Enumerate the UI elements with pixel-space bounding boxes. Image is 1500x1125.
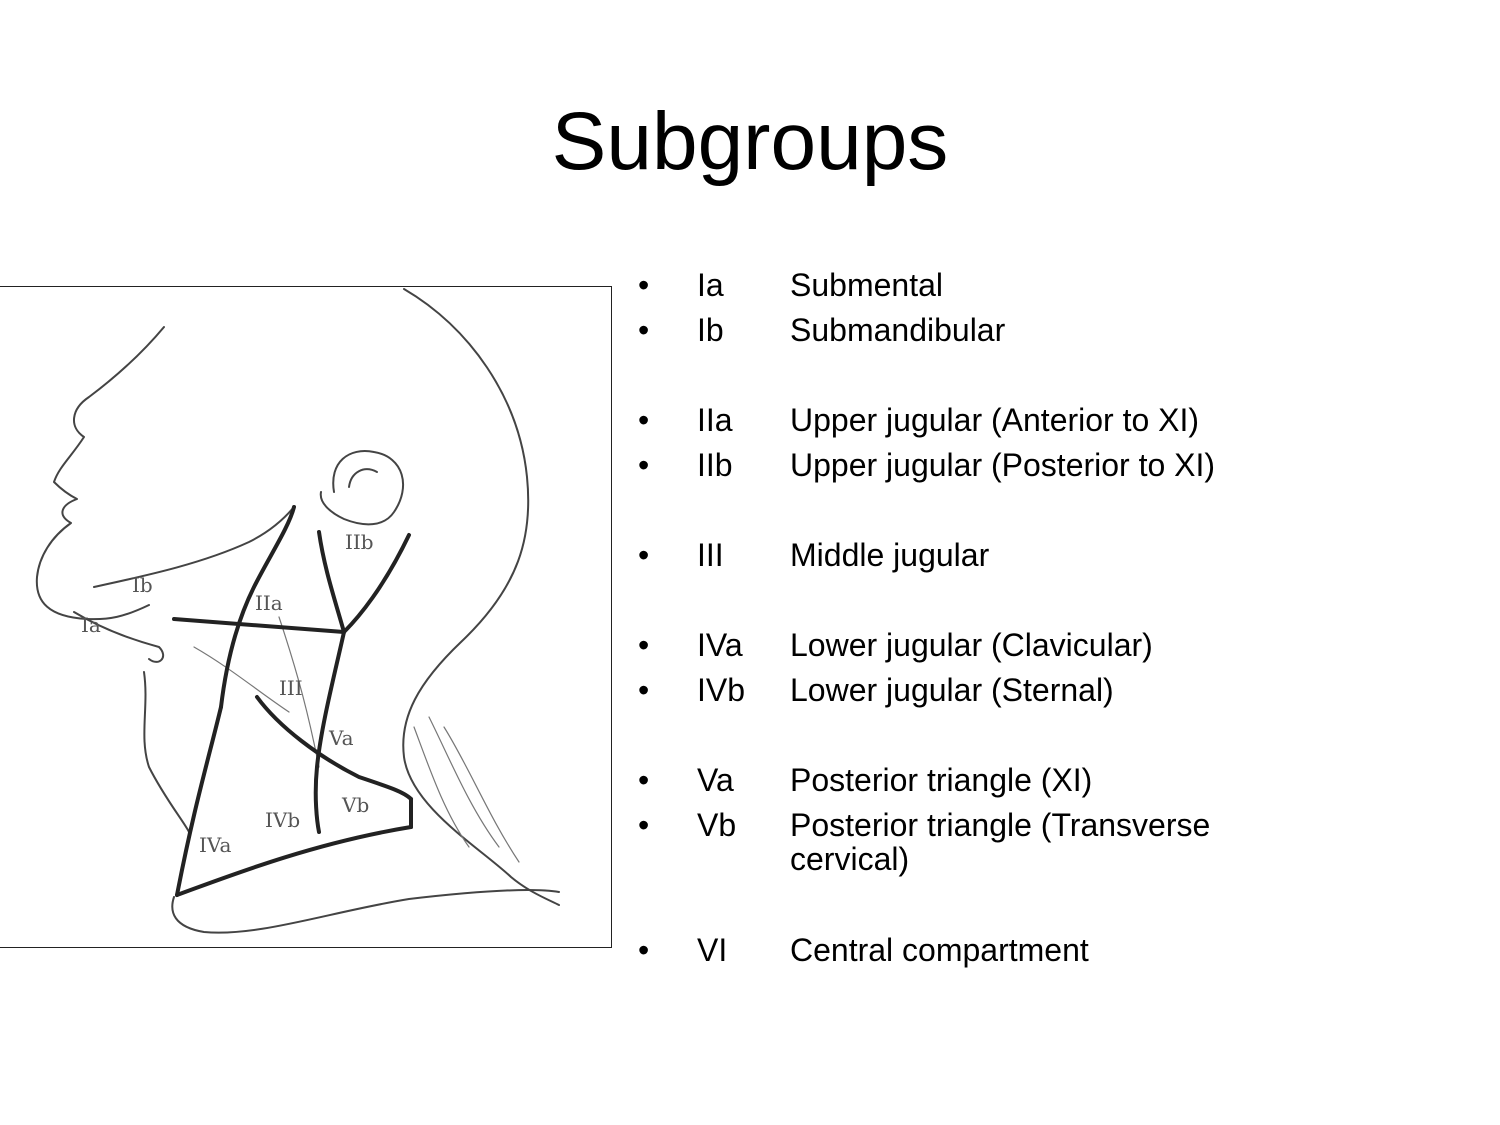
level-description: Upper jugular (Posterior to XI)	[790, 447, 1216, 483]
slide-title: Subgroups	[551, 96, 949, 187]
diagram-label-ia: Ia	[81, 613, 101, 637]
diagram-label-iii: III	[279, 676, 303, 700]
bullet-icon: •	[638, 762, 650, 798]
level-description: Middle jugular	[790, 537, 990, 573]
bullet-icon: •	[638, 312, 650, 348]
level-code: IIb	[697, 447, 733, 483]
bullet-icon: •	[638, 402, 650, 438]
bullet-icon: •	[638, 447, 650, 483]
diagram-label-va: Va	[328, 726, 354, 750]
level-code: III	[697, 537, 724, 573]
neck-line-drawing: Ia Ib IIa IIb III Va Vb IVa IVb	[35, 288, 560, 934]
bullet-icon: •	[638, 537, 650, 573]
diagram-label-iva: IVa	[199, 833, 232, 857]
level-code: IIa	[697, 402, 733, 438]
bullet-icon: •	[638, 267, 650, 303]
diagram-label-iib: IIb	[345, 530, 374, 554]
level-description: Lower jugular (Sternal)	[790, 672, 1114, 708]
level-description: Submandibular	[790, 312, 1006, 348]
level-code: Va	[697, 762, 734, 798]
level-code: VI	[697, 932, 728, 968]
diagram-label-iia: IIa	[255, 591, 283, 615]
diagram-label-ivb: IVb	[265, 808, 300, 832]
level-description: Lower jugular (Clavicular)	[790, 627, 1153, 663]
bullet-icon: •	[638, 627, 650, 663]
level-code: IVb	[697, 672, 746, 708]
level-description: Upper jugular (Anterior to XI)	[790, 402, 1200, 438]
level-description: Central compartment	[790, 932, 1089, 968]
diagram-label-ib: Ib	[132, 573, 153, 597]
bullet-icon: •	[638, 807, 650, 843]
level-code: Ia	[697, 267, 724, 303]
level-code: Vb	[697, 807, 737, 843]
level-code: Ib	[697, 312, 724, 348]
level-description: Posterior triangle (XI)	[790, 762, 1093, 798]
diagram-label-vb: Vb	[341, 793, 369, 817]
level-description: Submental	[790, 267, 943, 303]
level-code: IVa	[697, 627, 743, 663]
bullet-icon: •	[638, 932, 650, 968]
neck-levels-diagram: Ia Ib IIa IIb III Va Vb IVa IVb	[0, 286, 612, 948]
level-description: Posterior triangle (Transverse cervical)	[790, 807, 1211, 877]
bullet-icon: •	[638, 672, 650, 708]
